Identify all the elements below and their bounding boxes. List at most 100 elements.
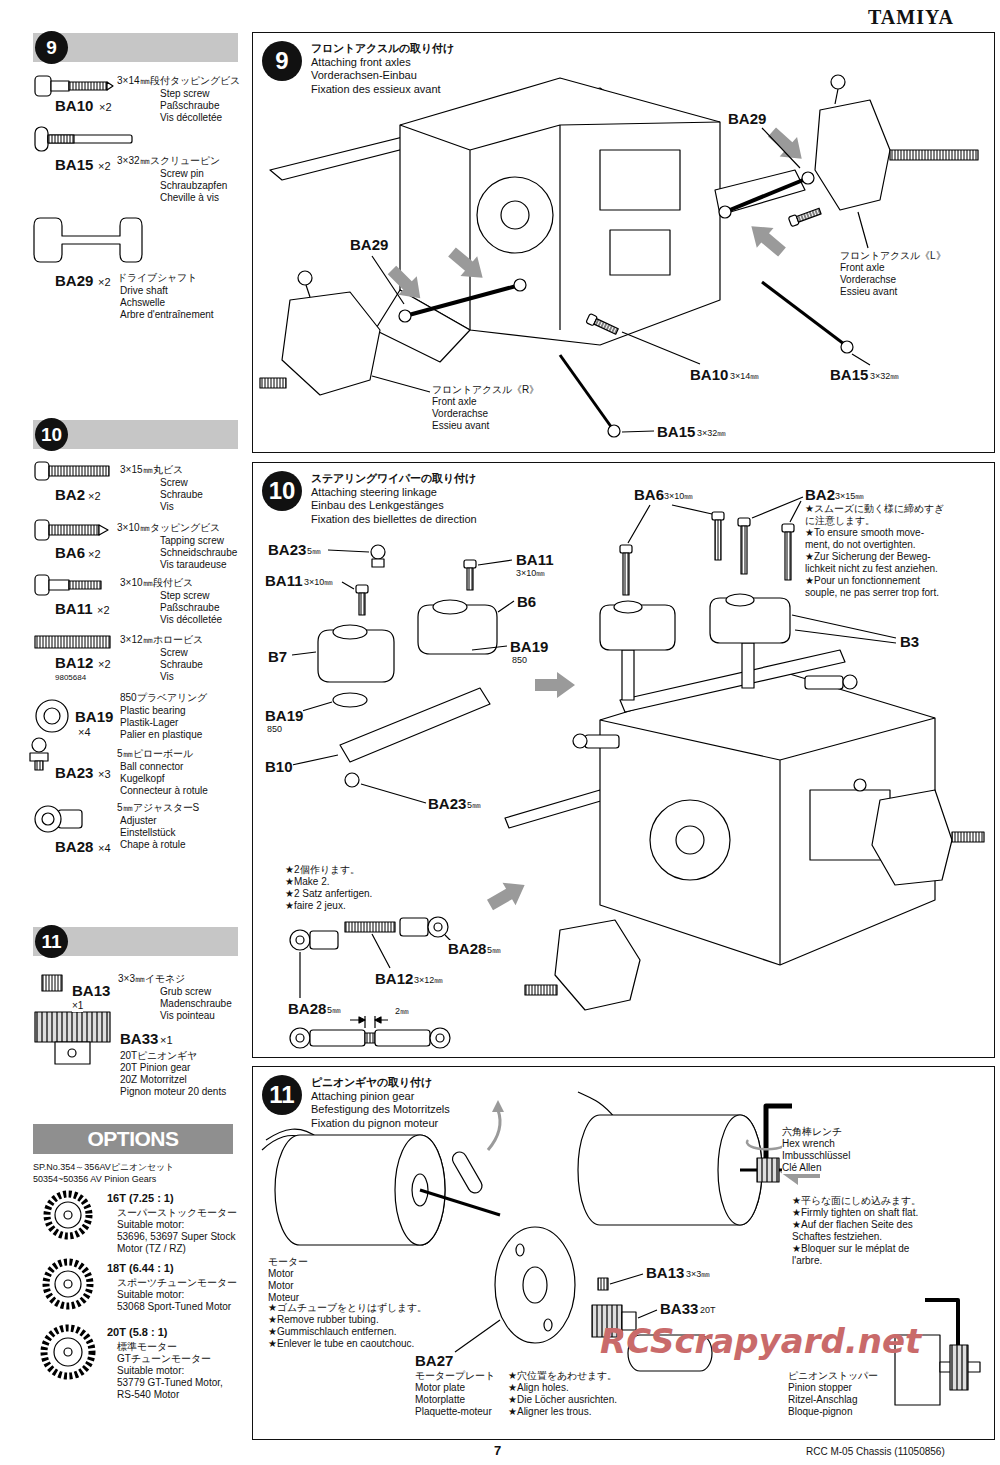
part-icons	[48, 135, 74, 143]
label-text: ピニオンストッパー	[788, 1370, 878, 1382]
part-icons	[42, 975, 62, 991]
label-text: 3×14㎜	[730, 371, 759, 381]
label-text: Schneidschraube	[160, 547, 237, 559]
label-text: Motorplatte	[415, 1394, 465, 1406]
label-text: Arbre d'entraînement	[120, 309, 214, 321]
front-axle-drawing	[796, 208, 821, 222]
steering-linkage-drawing	[400, 918, 428, 936]
option-gears	[64, 1348, 72, 1356]
front-axle-drawing	[788, 206, 821, 226]
steering-linkage-drawing	[782, 524, 794, 532]
label-text: 850プラベアリング	[120, 692, 207, 704]
step-heading: Vorderachsen-Einbau	[311, 69, 417, 82]
label-text: ×2	[99, 101, 112, 114]
label-text: 3×32㎜スクリューピン	[117, 155, 220, 167]
part-icons	[35, 761, 43, 770]
label-text: Bloque-pignon	[788, 1406, 853, 1418]
steering-linkage-drawing	[726, 594, 754, 606]
step-heading: ステアリングワイパーの取り付け	[311, 472, 476, 485]
label-text: souple, ne pas serrer trop fort.	[805, 587, 939, 599]
label-text: 3×15㎜	[835, 491, 864, 501]
front-axle-drawing	[586, 313, 619, 336]
label-text: ★Die Löcher ausrichten.	[508, 1394, 617, 1406]
part-code: BA28	[55, 838, 93, 855]
label-text: フロントアクスル《L》	[840, 250, 946, 262]
label-text: 20T Pinion gear	[120, 1062, 190, 1074]
front-axle-drawing	[260, 75, 978, 437]
step-heading: フロントアクスルの取り付け	[311, 42, 454, 55]
label-text: Hex wrench	[782, 1138, 835, 1150]
pinion-drawing	[262, 1092, 980, 1405]
label-text: Motor	[268, 1280, 294, 1292]
label-text: 3×32㎜	[697, 428, 726, 438]
part-code: 7	[494, 1444, 501, 1459]
part-code: BA27	[415, 1352, 453, 1369]
label-text: ★穴位置をあわせます。	[508, 1370, 617, 1382]
label-text: Chape à rotule	[120, 839, 186, 851]
step-heading: Attaching pinion gear	[311, 1090, 414, 1103]
pinion-drawing	[950, 1345, 968, 1390]
label-text: Front axle	[840, 262, 884, 274]
step-number: 10	[35, 418, 68, 451]
label-text: ★ゴムチューブをとりはずします。	[268, 1302, 427, 1314]
part-code: BA33	[120, 1030, 158, 1047]
label-text: 20Z Motorritzel	[120, 1074, 187, 1086]
steering-linkage-drawing	[310, 1030, 365, 1046]
pinion-drawing	[747, 1140, 787, 1149]
label-text: ★Zur Sicherung der Beweg-	[805, 551, 931, 563]
label-text: スーパーストックモーター	[117, 1207, 237, 1219]
label-text: Schaftes festziehen.	[792, 1231, 882, 1243]
label-text: Einstellstück	[120, 827, 176, 839]
part-code: BA23	[55, 764, 93, 781]
label-text: ★Bloquer sur le méplat de	[792, 1243, 909, 1255]
part-icons	[35, 520, 49, 540]
label-text: Screw	[160, 477, 188, 489]
label-text: 3×14㎜段付タッピングビス	[117, 75, 240, 87]
steering-linkage-drawing	[484, 874, 532, 917]
step-heading: Fixation des essieux avant	[311, 83, 441, 96]
label-text: Ball connector	[120, 761, 183, 773]
steering-linkage-drawing	[738, 518, 750, 526]
label-text: Vis décolletée	[160, 614, 222, 626]
pinion-drawing	[492, 1100, 504, 1112]
label-text: 20T	[700, 1305, 716, 1315]
steering-linkage-drawing	[620, 650, 845, 712]
steering-linkage-drawing	[614, 601, 642, 613]
option-gears	[46, 1262, 90, 1306]
steering-linkage-drawing	[620, 545, 632, 553]
label-text: 3×12㎜	[414, 975, 443, 985]
label-text: Screw pin	[160, 168, 204, 180]
steering-linkage-drawing	[292, 550, 514, 803]
label-text: Plastic bearing	[120, 705, 186, 717]
label-text: Schraube	[160, 489, 203, 501]
label-text: Cheville à vis	[160, 192, 219, 204]
label-text: 5㎜	[467, 800, 481, 810]
step-heading: Einbau des Lenkgestänges	[311, 499, 444, 512]
steering-linkage-drawing	[436, 1034, 444, 1042]
label-text: Motor plate	[415, 1382, 465, 1394]
option-gears	[64, 1280, 72, 1288]
watermark: RCScrapyard.net	[600, 1322, 921, 1361]
label-text: Motor	[268, 1268, 294, 1280]
step-number: 11	[262, 1075, 302, 1115]
part-code: 20T (5.8 : 1)	[107, 1326, 168, 1339]
label-text: Paßschraube	[160, 602, 219, 614]
steering-linkage-drawing	[375, 1030, 430, 1046]
part-code: BA33	[660, 1300, 698, 1317]
step-heading: Attaching steering linkage	[311, 486, 437, 499]
label-text: 3×3㎜イモネジ	[118, 973, 185, 985]
label-text: SP.No.354～356AVピニオンセット	[33, 1162, 174, 1172]
label-text: Suitable motor:	[117, 1289, 184, 1301]
steering-linkage-drawing	[345, 922, 395, 932]
part-icons	[42, 813, 54, 825]
front-axle-drawing	[610, 230, 670, 275]
label-text: Tapping screw	[160, 535, 224, 547]
label-text: 20Tピニオンギヤ	[120, 1050, 197, 1062]
part-code: BA23	[268, 541, 306, 558]
label-text: ×2	[98, 160, 111, 173]
steering-linkage-drawing	[650, 800, 730, 880]
part-code: BA15	[55, 156, 93, 173]
part-code: B3	[900, 633, 919, 650]
steering-linkage-drawing	[712, 512, 724, 520]
steering-linkage-drawing	[555, 920, 640, 1010]
